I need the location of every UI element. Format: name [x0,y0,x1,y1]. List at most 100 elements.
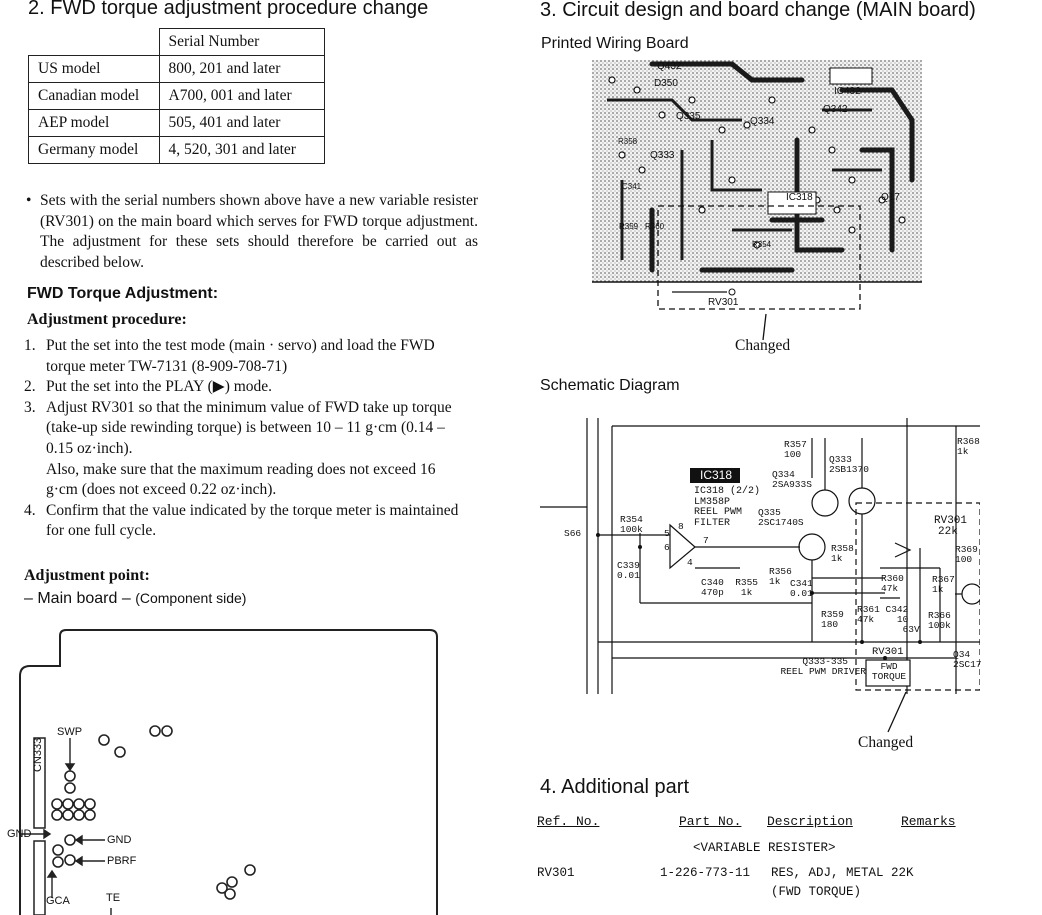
serial-cell: 800, 201 and later [158,55,325,83]
note-text: Sets with the serial numbers shown above… [40,192,478,271]
pwb-label-q333: Q333 [650,150,675,161]
gca-label: GCA [46,895,70,907]
step-number: 1. [24,337,36,354]
serial-number-table: Serial Number US model 800, 201 and late… [28,28,325,164]
step-number: 2. [24,378,36,396]
step-number: 4. [24,501,36,519]
step-line: g·cm (does not exceed 0.22 oz·inch). [46,481,277,499]
note-paragraph: • Sets with the serial numbers shown abo… [26,191,478,273]
pwb-label-ic318: IC318 [786,192,813,203]
pwb-label-q342: Q342 [823,104,848,115]
pwb-changed-pointer [762,313,767,341]
s66-label: S66 [564,528,582,539]
pwb-label-r359: R359 [619,222,639,231]
model-cell: Germany model [28,136,160,164]
pwb-changed-label: Changed [735,337,791,354]
pwb-heading: Printed Wiring Board [541,35,689,52]
serial-cell: 505, 401 and later [158,109,325,137]
pin-6-label: 6 [664,542,670,553]
pin-4-label: 4 [687,557,693,568]
schematic-changed-pointer [887,691,907,733]
table-row: Canadian model A700, 001 and later [28,82,325,110]
schematic-diagram [540,418,980,694]
component-side-label: (Component side) [135,590,247,606]
swp-label: SWP [57,726,83,738]
model-cell: AEP model [28,109,160,137]
pwb-label-ic432: IC432 [834,86,861,97]
step-2: 2. Put the set into the PLAY (▶) mode. [24,377,480,398]
pwb-label-r358: R358 [618,137,638,146]
schematic-heading: Schematic Diagram [540,377,680,394]
remarks-header: Remarks [901,814,956,829]
main-board-drawing [19,629,438,915]
section-3-title: 3. Circuit design and board change (MAIN… [540,0,976,21]
description-cell-line2: (FWD TORQUE) [771,885,862,899]
serial-cell: 4, 520, 301 and later [158,136,325,164]
step-line: torque meter TW-7131 (8-909-708-71) [46,357,288,375]
description-header: Description [767,814,853,829]
table-row: US model 800, 201 and later [28,55,325,83]
step-line: Confirm that the value indicated by the … [46,501,459,519]
description-cell: RES, ADJ, METAL 22K [771,866,914,880]
model-cell: Canadian model [28,82,160,110]
schematic-changed-label: Changed [858,734,914,751]
lower-connector [33,840,46,915]
step-1: 1. Put the set into the test mode (main … [24,336,480,377]
printed-wiring-board-image [592,60,922,310]
pin-7-label: 7 [703,535,709,546]
ic318-label-box [690,468,740,483]
changed-area-box [855,502,980,691]
pwb-label-q334: Q334 [750,116,775,127]
part-cell: 1-226-773-11 [660,866,751,880]
cn333-label: CN333 [32,737,44,772]
step-3: 3. Adjust RV301 so that the minimum valu… [24,398,480,501]
ic318-label: IC318 [699,468,733,482]
procedure-steps: 1. Put the set into the test mode (main … [24,336,480,542]
step-line: Adjust RV301 so that the minimum value o… [46,398,452,416]
rv301-bottom-label: RV301 [872,646,904,658]
adjustment-point-heading: Adjustment point: [24,567,150,584]
serial-number-header: Serial Number [158,28,325,56]
table-header-row: Serial Number [28,28,325,56]
section-2-title: 2. FWD torque adjustment procedure chang… [28,0,429,19]
table-row: Germany model 4, 520, 301 and later [28,136,325,164]
step-line: Also, make sure that the maximum reading… [46,460,436,478]
ref-cell: RV301 [537,866,575,880]
pwb-label-q335: Q335 [676,111,701,122]
procedure-heading: Adjustment procedure: [27,311,187,328]
step-line: Put the set into the PLAY (▶) mode. [46,378,273,396]
step-line: Put the set into the test mode (main · s… [46,337,435,354]
main-board-label: – Main board – [24,590,131,607]
fwd-torque-box [865,659,911,687]
pwb-label-q17: Q17 [881,192,900,203]
te-label: TE [106,892,121,904]
step-line: (take-up side rewinding torque) is betwe… [46,419,445,437]
pwb-label-r354: R354 [752,240,772,249]
section-4-title: 4. Additional part [540,776,689,798]
gnd-left-label: GND [7,828,32,840]
table-row: AEP model 505, 401 and later [28,109,325,137]
step-number: 3. [24,398,36,416]
model-cell: US model [28,55,160,83]
ic318-description: IC318 (2/2) LM358P REEL PWM FILTER [694,486,761,529]
